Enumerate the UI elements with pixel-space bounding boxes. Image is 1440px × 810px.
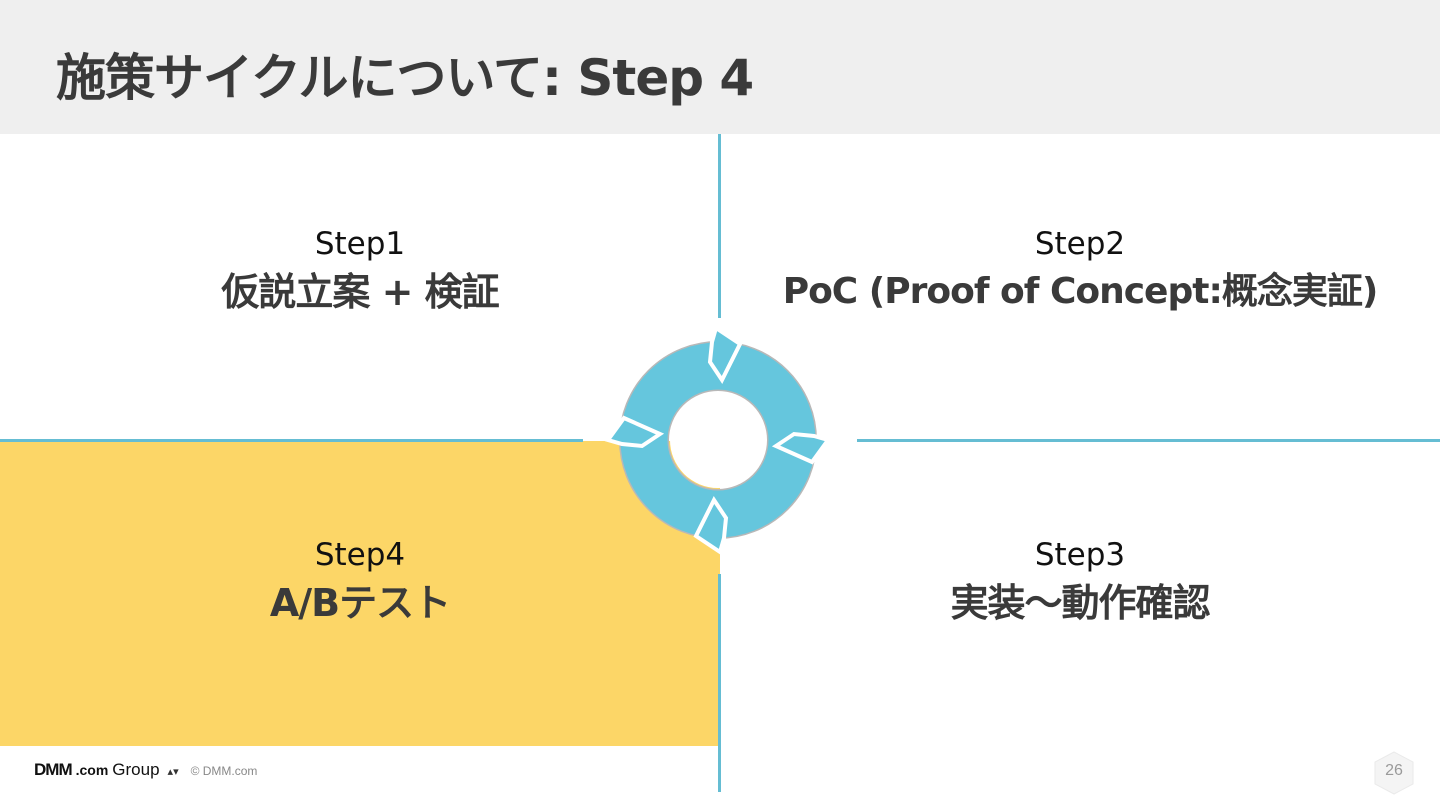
divider-horizontal-left bbox=[0, 439, 583, 442]
hexagon-icon bbox=[1374, 751, 1414, 795]
quadrant-step1: Step1 仮説立案 + 検証 bbox=[160, 224, 560, 320]
step-title: 実装〜動作確認 bbox=[950, 581, 1210, 625]
slide-header: 施策サイクルについて: Step 4 bbox=[0, 0, 1440, 134]
logo-dmm: DMM bbox=[34, 760, 73, 779]
logo-com: .com bbox=[75, 762, 109, 778]
logo-group: Group bbox=[112, 760, 160, 779]
divider-vertical-top bbox=[718, 134, 721, 318]
step-label: Step2 bbox=[1034, 226, 1126, 262]
quadrant-step3: Step3 実装〜動作確認 bbox=[880, 535, 1280, 631]
quadrant-step2: Step2 PoC (Proof of Concept:概念実証) bbox=[740, 224, 1420, 320]
step-title: 仮説立案 + 検証 bbox=[221, 270, 499, 314]
step-title: PoC (Proof of Concept:概念実証) bbox=[782, 271, 1379, 312]
divider-horizontal-right bbox=[857, 439, 1440, 442]
copyright-text: © DMM.com bbox=[190, 764, 258, 778]
page-number: 26 bbox=[1385, 762, 1403, 779]
cycle-arrows-icon bbox=[604, 324, 832, 556]
step-label: Step3 bbox=[1034, 537, 1126, 573]
step4-highlight-panel bbox=[0, 441, 720, 746]
cycle-arrowheads bbox=[604, 324, 832, 556]
cycle-center bbox=[670, 392, 766, 488]
quadrant-step4: Step4 A/Bテスト bbox=[160, 535, 560, 631]
slide-title: 施策サイクルについて: Step 4 bbox=[56, 49, 754, 107]
footer-logo: DMM .com Group ▴▾ © DMM.com bbox=[34, 760, 257, 780]
divider-vertical-bottom bbox=[718, 574, 721, 792]
step-label: Step4 bbox=[314, 537, 406, 573]
triangle-marks-icon: ▴▾ bbox=[167, 765, 179, 778]
step-title: A/Bテスト bbox=[269, 581, 451, 625]
step-label: Step1 bbox=[314, 226, 406, 262]
